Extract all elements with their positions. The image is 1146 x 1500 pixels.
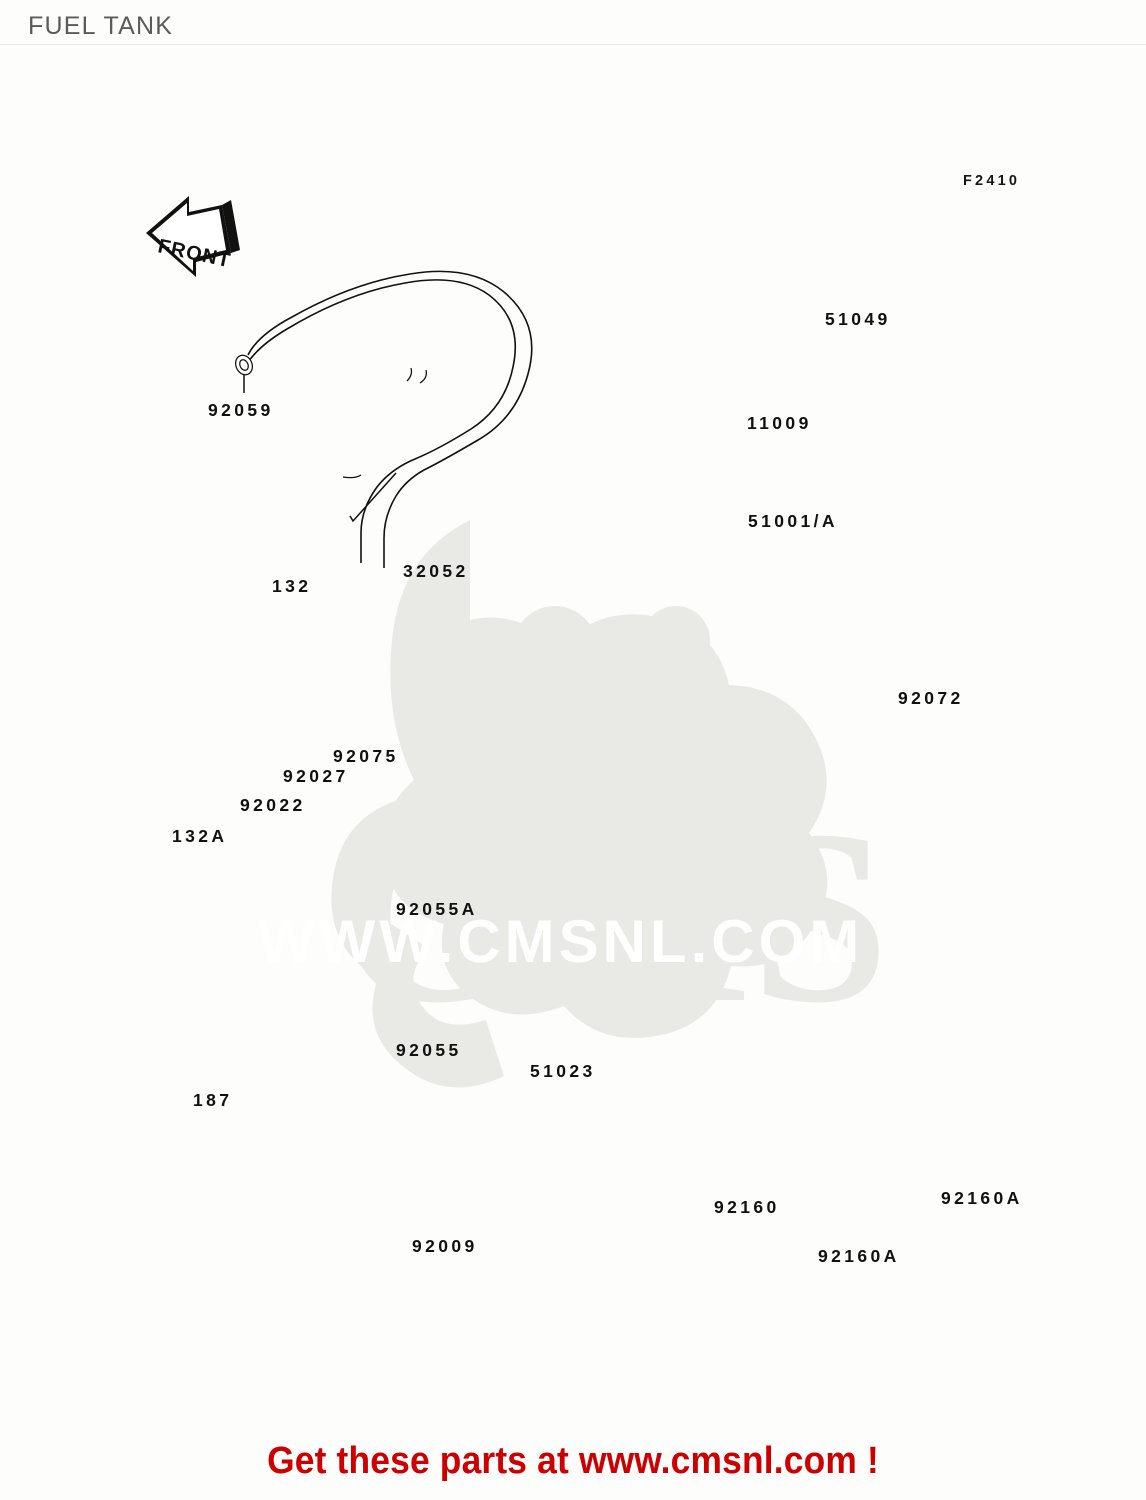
- part-label-92055A: 92055A: [396, 899, 478, 919]
- part-label-92160: 92160: [714, 1197, 780, 1217]
- part-label-92009: 92009: [412, 1236, 478, 1256]
- figure-code: F2410: [963, 173, 1021, 189]
- part-label-51049: 51049: [825, 309, 891, 329]
- part-label-92072: 92072: [898, 688, 964, 708]
- part-label-92027: 92027: [283, 766, 349, 786]
- part-label-11009: 11009: [747, 413, 812, 433]
- part-label-132: 132: [272, 576, 312, 596]
- page-title: FUEL TANK: [28, 12, 174, 40]
- part-92059-hose: [235, 270, 533, 568]
- part-label-132A: 132A: [172, 826, 228, 846]
- svg-text:CMS: CMS: [338, 779, 889, 1054]
- front-arrow-icon: FRONT: [146, 196, 240, 277]
- part-label-92022: 92022: [240, 795, 306, 815]
- cmsnl-url-watermark: WWW.CMSNL.COM: [258, 908, 863, 975]
- part-label-92059: 92059: [208, 400, 274, 420]
- footer-promo-text: Get these parts at www.cmsnl.com !: [267, 1440, 879, 1482]
- svg-text:WWW.CMSNL.COM: WWW.CMSNL.COM: [258, 908, 863, 975]
- part-label-187: 187: [193, 1090, 233, 1110]
- part-label-92055: 92055: [396, 1040, 462, 1060]
- part-label-92075: 92075: [333, 746, 399, 766]
- part-label-92160A-rear: 92160A: [941, 1188, 1023, 1208]
- cms-mascot-watermark: [331, 520, 828, 1088]
- part-label-51023: 51023: [530, 1061, 596, 1081]
- part-label-51001A: 51001/A: [748, 511, 838, 531]
- part-label-92160A-front: 92160A: [818, 1246, 900, 1266]
- cms-letters-watermark: CMS: [338, 779, 889, 1054]
- part-label-32052: 32052: [403, 561, 469, 581]
- header-divider: [0, 44, 1146, 45]
